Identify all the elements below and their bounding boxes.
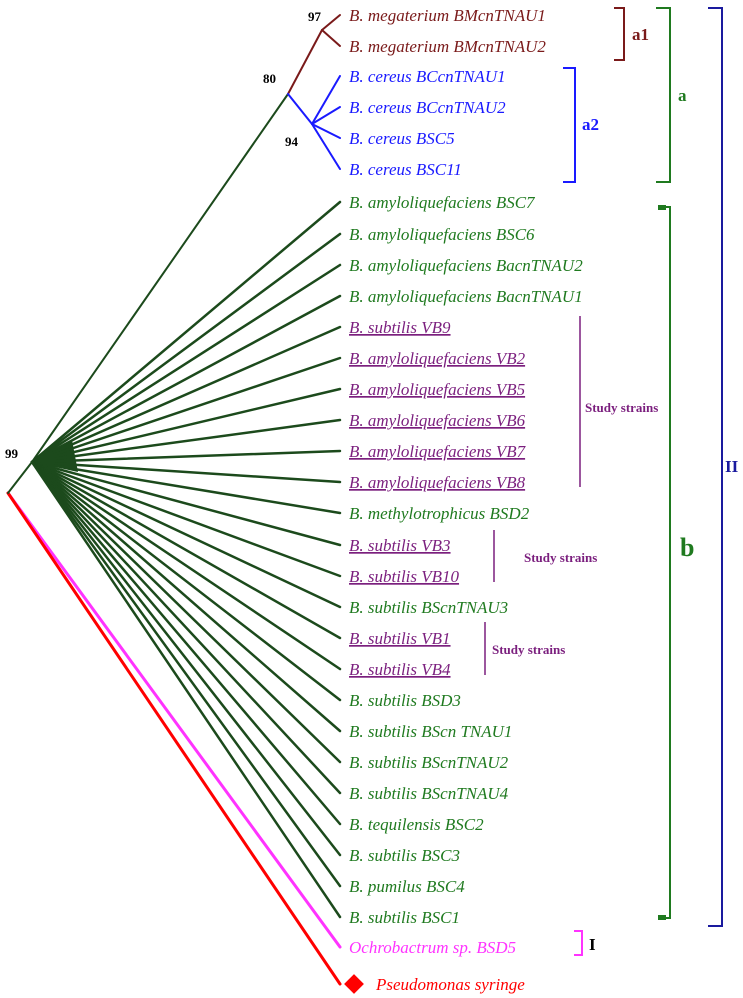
leaf-label-l0: B. megaterium BMcnTNAU1 [349,6,546,25]
leaf-label-l3: B. cereus BCcnTNAU2 [349,98,506,117]
bootstrap-97: 97 [308,9,322,24]
bracket-a2 [563,67,576,183]
leaf-label-l18: B. subtilis VB10 [349,567,460,586]
leaf-label-l5: B. cereus BSC11 [349,160,462,179]
leaf-label-l2: B. cereus BCcnTNAU1 [349,67,506,86]
branch-tip-l1 [321,29,341,47]
branch-tip-l5 [311,123,341,170]
branch-tip-l15 [30,460,342,484]
branch-tip-l23 [30,460,342,733]
tree-branches [6,14,342,986]
clade-label-a1: a1 [632,25,649,44]
clade-label-a: a [678,86,687,105]
leaf-label-l21: B. subtilis VB4 [349,660,451,679]
branch-tip-l20 [30,460,342,640]
leaf-label-l15: B. amyloliquefaciens VB8 [349,473,526,492]
bracket-II [708,7,723,927]
leaf-label-l30: Ochrobactrum sp. BSD5 [349,938,516,957]
branch-tip-l26 [30,460,342,826]
branch-tip-l11 [30,356,342,464]
leaf-label-l6: B. amyloliquefaciens BSC7 [349,193,536,212]
leaf-label-l28: B. pumilus BSC4 [349,877,465,896]
branch-tip-l19 [30,460,342,609]
branch-node-a-to-megaterium [287,29,323,95]
study-strains-label-3: Study strains [492,642,565,657]
branch-tip-l8 [30,263,342,464]
branch-tip-l2 [311,75,341,125]
branch-tip-l12 [30,387,342,464]
branch-tip-l22 [30,460,342,702]
leaf-label-l12: B. amyloliquefaciens VB5 [349,380,525,399]
branch-tip-l17 [30,460,342,547]
branch-root-to-node-b [7,461,33,494]
branch-tip-l3 [311,106,341,125]
clade-label-I: I [589,935,596,954]
branch-tip-l16 [30,460,342,515]
clade-label-b: b [680,533,694,562]
leaf-label-l4: B. cereus BSC5 [349,129,455,148]
leaf-label-l11: B. amyloliquefaciens VB2 [349,349,526,368]
branch-tip-l4 [311,123,341,139]
branch-tip-l24 [30,460,342,764]
leaf-label-l17: B. subtilis VB3 [349,536,451,555]
bracket-a [656,7,671,183]
branch-pseudomonas [6,491,342,986]
bracket-b [658,205,671,920]
branch-node-b-to-node-a [31,93,289,463]
branch-tip-l25 [30,460,342,795]
leaf-label-l13: B. amyloliquefaciens VB6 [349,411,526,430]
branch-node-a-to-cereus [287,93,313,125]
branch-tip-l6 [30,200,342,464]
leaf-label-l20: B. subtilis VB1 [349,629,451,648]
branch-tip-l0 [321,14,341,31]
leaf-label-l23: B. subtilis BScn TNAU1 [349,722,512,741]
leaf-label-l29: B. subtilis BSC1 [349,908,460,927]
clade-label-II: II [725,457,739,476]
leaf-label-l14: B. amyloliquefaciens VB7 [349,442,527,461]
branch-tip-l18 [30,460,342,578]
bootstrap-80: 80 [263,71,276,86]
bootstrap-99: 99 [5,446,19,461]
leaf-label-l27: B. subtilis BSC3 [349,846,460,865]
branch-tip-l29 [30,460,342,919]
branch-ochrobactrum [6,491,342,949]
leaf-label-l1: B. megaterium BMcnTNAU2 [349,37,546,56]
branch-tip-l7 [30,232,342,464]
leaf-label-l16: B. methylotrophicus BSD2 [349,504,530,523]
leaf-label-l19: B. subtilis BScnTNAU3 [349,598,508,617]
leaf-label-l31: Pseudomonas syringe [375,975,525,994]
leaf-label-l24: B. subtilis BScnTNAU2 [349,753,509,772]
study-strains-label-2: Study strains [524,550,597,565]
branch-tip-l9 [30,294,342,464]
study-strains-label-1: Study strains [585,400,658,415]
leaf-label-l7: B. amyloliquefaciens BSC6 [349,225,535,244]
leaf-label-l9: B. amyloliquefaciens BacnTNAU1 [349,287,583,306]
leaf-label-l10: B. subtilis VB9 [349,318,451,337]
leaf-label-l22: B. subtilis BSD3 [349,691,461,710]
clade-label-a2: a2 [582,115,599,134]
branch-tip-l10 [30,325,342,464]
branch-tip-l27 [30,460,342,857]
leaf-label-l8: B. amyloliquefaciens BacnTNAU2 [349,256,583,275]
leaf-label-l25: B. subtilis BScnTNAU4 [349,784,509,803]
bootstrap-94: 94 [285,134,299,149]
leaf-labels: B. megaterium BMcnTNAU1 B. megaterium BMc… [349,6,583,994]
bracket-a1 [614,7,625,61]
branch-tip-l28 [30,460,342,888]
branch-tip-l14 [30,449,342,464]
pseudomonas-diamond-marker [344,974,364,994]
branch-tip-l13 [30,418,342,464]
branch-tip-l21 [30,460,342,671]
leaf-label-l26: B. tequilensis BSC2 [349,815,484,834]
bracket-I [574,930,583,956]
